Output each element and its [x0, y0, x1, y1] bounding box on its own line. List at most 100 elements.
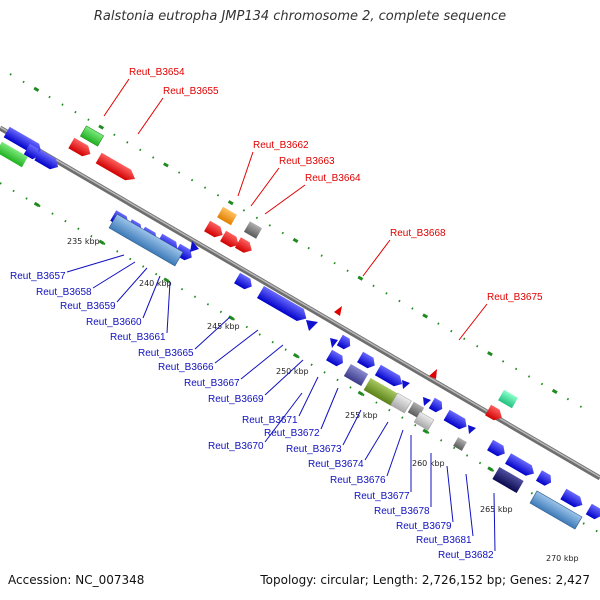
gene-Reut_B3671[interactable] — [357, 351, 378, 371]
leader-line — [116, 267, 148, 303]
gene-Reut_B3667[interactable] — [306, 320, 318, 331]
gene-label-Reut_B3682[interactable]: Reut_B3682 — [438, 550, 494, 561]
accession-label: Accession: NC_007348 — [8, 573, 145, 587]
gene-label-Reut_B3662[interactable]: Reut_B3662 — [253, 140, 309, 151]
gene-arrow[interactable] — [336, 334, 353, 351]
scale-label: 235 kbp — [67, 237, 100, 246]
gene-arrow[interactable] — [429, 369, 437, 379]
gene-arrow[interactable] — [326, 349, 346, 368]
leader-line — [92, 261, 136, 289]
gene-Reut_B3664[interactable] — [243, 221, 263, 239]
leader-line — [66, 254, 125, 273]
lower-strand-genes — [0, 126, 600, 530]
gene-arrow[interactable] — [204, 220, 226, 240]
gene-label-Reut_B3673[interactable]: Reut_B3673 — [286, 444, 342, 455]
gene-Reut_B3675[interactable] — [498, 389, 518, 409]
leader-line — [264, 392, 303, 443]
gene-label-Reut_B3666[interactable]: Reut_B3666 — [158, 362, 214, 373]
map-title: Ralstonia eutropha JMP134 chromosome 2, … — [93, 9, 507, 24]
gene-label-Reut_B3663[interactable]: Reut_B3663 — [279, 156, 335, 167]
gene-label-Reut_B3677[interactable]: Reut_B3677 — [354, 491, 410, 502]
gene-label-Reut_B3654[interactable]: Reut_B3654 — [129, 67, 185, 78]
gene-Reut_B3679[interactable] — [443, 409, 470, 432]
gene-arrow[interactable] — [505, 453, 537, 478]
gene-label-Reut_B3679[interactable]: Reut_B3679 — [396, 521, 452, 532]
gene-label-Reut_B3657[interactable]: Reut_B3657 — [10, 271, 66, 282]
scale-label: 260 kbp — [412, 459, 445, 468]
upper-strand-genes — [68, 125, 518, 423]
gene-arrow[interactable] — [487, 439, 508, 459]
gene-arrow[interactable] — [23, 143, 42, 161]
leader-line — [237, 151, 254, 197]
gene-Reut_B3668[interactable] — [334, 306, 342, 316]
scale-label: 245 kbp — [207, 322, 240, 331]
gene-arrow[interactable] — [234, 237, 255, 255]
gene-label-Reut_B3668[interactable]: Reut_B3668 — [390, 228, 446, 239]
scale-label: 265 kbp — [480, 505, 513, 514]
gene-Reut_B3673[interactable] — [363, 377, 399, 407]
leader-line — [386, 429, 404, 477]
gene-label-Reut_B3655[interactable]: Reut_B3655 — [163, 86, 219, 97]
leader-line — [493, 492, 496, 552]
leader-line — [194, 316, 231, 350]
lower-callouts: Reut_B3657Reut_B3658Reut_B3659Reut_B3660… — [10, 254, 496, 561]
leader-line — [264, 184, 306, 215]
gene-label-Reut_B3675[interactable]: Reut_B3675 — [487, 292, 543, 303]
leader-line — [364, 421, 389, 461]
gene-label-Reut_B3670[interactable]: Reut_B3670 — [208, 441, 264, 452]
gene-label-Reut_B3658[interactable]: Reut_B3658 — [36, 287, 92, 298]
leader-line — [446, 465, 454, 523]
gene-Reut_B3677[interactable] — [413, 411, 435, 431]
leader-line — [465, 473, 474, 537]
gene-arrow[interactable] — [585, 503, 600, 521]
gene-Reut_B3661[interactable] — [190, 241, 199, 252]
gene-label-Reut_B3678[interactable]: Reut_B3678 — [374, 506, 430, 517]
leader-line — [362, 239, 391, 277]
gene-label-Reut_B3676[interactable]: Reut_B3676 — [330, 475, 386, 486]
gene-green-block[interactable] — [0, 141, 28, 168]
gene-Reut_B3654[interactable] — [79, 125, 105, 147]
gene-Reut_B3674[interactable] — [390, 392, 412, 414]
gene-Reut_B3682[interactable] — [492, 466, 524, 494]
gene-label-Reut_B3661[interactable]: Reut_B3661 — [110, 332, 166, 343]
gene-Reut_B3678[interactable] — [428, 397, 445, 414]
gene-label-Reut_B3672[interactable]: Reut_B3672 — [264, 428, 320, 439]
gene-Reut_B3663[interactable] — [220, 230, 242, 250]
gene-Reut_B3670[interactable] — [343, 363, 369, 387]
gene-arrow[interactable] — [560, 488, 585, 510]
gene-Reut_B3657[interactable] — [108, 213, 184, 267]
gene-label-Reut_B3660[interactable]: Reut_B3660 — [86, 317, 142, 328]
leader-line — [320, 387, 339, 430]
leader-line — [458, 303, 488, 341]
gene-Reut_B3662[interactable] — [217, 206, 237, 226]
gene-label-Reut_B3674[interactable]: Reut_B3674 — [308, 459, 364, 470]
gene-label-Reut_B3671[interactable]: Reut_B3671 — [242, 415, 298, 426]
gene-arrow[interactable] — [468, 425, 476, 434]
gene-label-Reut_B3665[interactable]: Reut_B3665 — [138, 348, 194, 359]
gene-label-Reut_B3681[interactable]: Reut_B3681 — [416, 535, 472, 546]
gene-Reut_B3681[interactable] — [453, 437, 467, 451]
gene-label-Reut_B3664[interactable]: Reut_B3664 — [305, 173, 361, 184]
gene-arrow[interactable] — [402, 380, 410, 389]
gene-Reut_B3666[interactable] — [256, 285, 310, 325]
gene-Reut_B3672[interactable] — [374, 364, 405, 389]
gene-arrow[interactable] — [68, 137, 93, 159]
leader-line — [103, 78, 130, 117]
gene-Reut_B3665[interactable] — [234, 272, 255, 292]
leader-line — [142, 275, 161, 319]
leader-line — [298, 376, 319, 417]
gene-label-Reut_B3669[interactable]: Reut_B3669 — [208, 394, 264, 405]
gene-Reut_B3669[interactable] — [330, 338, 338, 348]
gene-steel-block[interactable] — [529, 490, 583, 530]
gene-arrow[interactable] — [535, 470, 554, 487]
scale-labels: 235 kbp 240 kbp 245 kbp 250 kbp 255 kbp … — [67, 237, 579, 563]
gene-arrow[interactable] — [485, 404, 505, 423]
gene-label-Reut_B3659[interactable]: Reut_B3659 — [60, 301, 116, 312]
gene-label-Reut_B3667[interactable]: Reut_B3667 — [184, 378, 240, 389]
backbone — [0, 125, 600, 481]
gene-Reut_B3655[interactable] — [95, 152, 138, 184]
gene-arrow[interactable] — [423, 397, 431, 406]
gene-arrow[interactable] — [34, 149, 61, 172]
tick-row-bottom — [0, 181, 600, 535]
